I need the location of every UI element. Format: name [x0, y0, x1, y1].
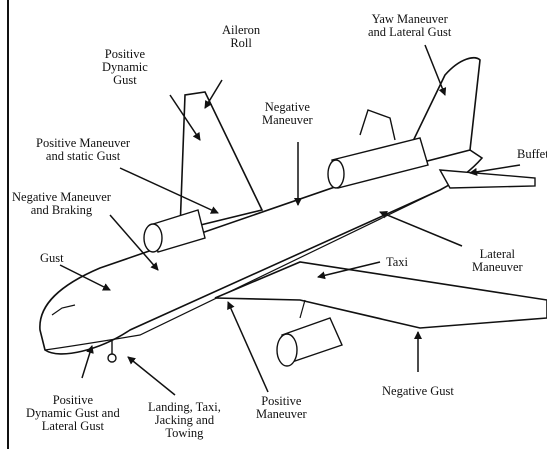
tail-engine	[327, 109, 429, 189]
label-positive-maneuver-static: Positive Maneuver and static Gust	[36, 136, 131, 163]
label-negative-maneuver-braking: Negative Maneuver and Braking	[12, 190, 111, 217]
left-engine	[143, 209, 206, 253]
label-negative-gust: Negative Gust	[382, 384, 454, 398]
arrow-negative-maneuver-braking	[109, 214, 159, 271]
label-gust: Gust	[40, 251, 64, 265]
arrow-aileron-roll	[204, 79, 223, 109]
left-wing	[179, 91, 264, 232]
right-engine	[276, 299, 343, 367]
label-aileron-roll: Aileron Roll	[222, 23, 261, 50]
right-wing	[214, 261, 547, 329]
arrow-positive-dynamic-lateral	[81, 345, 94, 379]
arrow-landing-taxi	[127, 356, 176, 396]
label-buffet: Buffet	[517, 147, 547, 161]
label-positive-dynamic-lateral: Positive Dynamic Gust and Lateral Gust	[26, 393, 120, 433]
label-positive-dynamic-gust-top: Positive Dynamic Gust	[102, 47, 148, 87]
arrow-positive-maneuver-static	[119, 167, 219, 214]
label-yaw-maneuver: Yaw Maneuver and Lateral Gust	[368, 12, 452, 39]
fuselage-belly-line	[44, 189, 441, 351]
arrow-lateral-maneuver	[379, 210, 463, 247]
label-landing-taxi: Landing, Taxi, Jacking and Towing	[148, 400, 221, 440]
nose-gear	[107, 340, 117, 363]
arrow-positive-dynamic-gust	[169, 94, 201, 141]
arrow-gust	[59, 264, 111, 291]
label-negative-maneuver-top: Negative Maneuver	[262, 100, 313, 127]
label-taxi: Taxi	[386, 255, 409, 269]
arrow-taxi	[317, 261, 381, 280]
arrow-positive-maneuver-bottom	[227, 301, 269, 393]
label-positive-maneuver-bottom: Positive Maneuver	[256, 394, 307, 421]
horizontal-stabilizer	[438, 169, 536, 189]
label-lateral-maneuver: Lateral Maneuver	[472, 247, 523, 274]
cockpit-window	[51, 304, 76, 316]
arrow-yaw-maneuver	[424, 44, 447, 96]
arrow-buffet	[469, 164, 521, 176]
